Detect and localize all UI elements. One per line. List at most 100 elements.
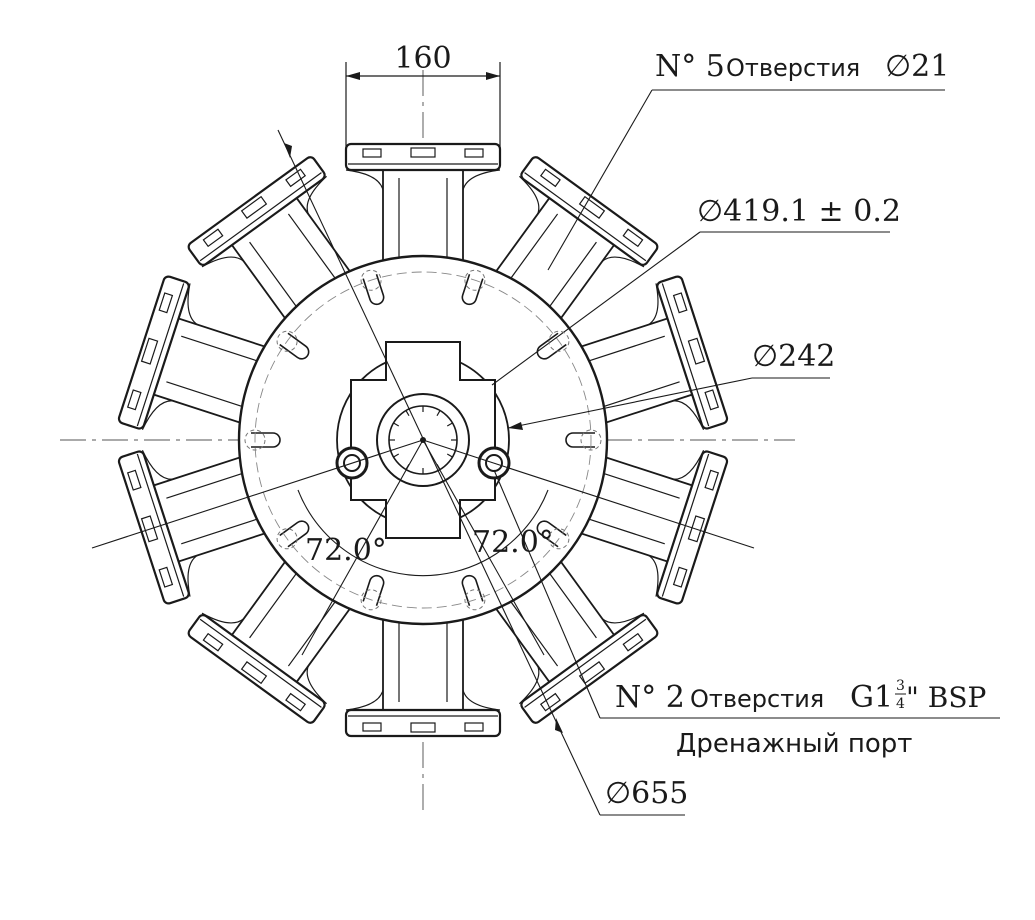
head-bolt-left — [672, 292, 688, 314]
dim-160 — [345, 62, 501, 148]
head-bolt-left — [202, 228, 224, 248]
pcd-circle — [254, 271, 592, 609]
head-bolt-center — [240, 661, 268, 685]
spline-tooth — [446, 453, 453, 458]
arrow-242 — [508, 422, 523, 430]
label-drain-thread-prefix: G1 — [850, 680, 893, 715]
pcd-hole-marker — [464, 589, 486, 611]
pcd-hole-marker — [360, 589, 382, 611]
label-655: ∅655 — [605, 776, 688, 811]
fillet-left — [518, 175, 540, 215]
mounting-slot-2 — [536, 332, 567, 360]
barrel-line-left — [597, 470, 680, 499]
fillet-left — [187, 554, 198, 597]
barrel-line-right — [249, 567, 301, 639]
mounting-slots — [251, 274, 595, 606]
fillet-right — [462, 169, 501, 191]
head-bolt-center — [240, 195, 268, 219]
arrow-655-bottom — [555, 718, 563, 733]
label-drain-port: Дренажный порт — [676, 729, 912, 759]
barrel-line-right — [287, 213, 340, 284]
mounting-slot-1 — [461, 274, 484, 306]
slot-shape — [461, 574, 484, 606]
head-bolt-left — [126, 389, 142, 411]
mounting-slot-10 — [362, 274, 385, 306]
head-bolt-right — [539, 692, 561, 712]
pcd-hole-marker — [464, 269, 486, 291]
angle-left-ray2 — [301, 439, 424, 656]
fillet-left — [141, 400, 173, 431]
slot-shape — [536, 332, 567, 360]
fillet-right — [601, 256, 645, 268]
label-holes-dia: ∅21 — [885, 49, 949, 84]
dim-655-line — [277, 129, 601, 816]
label-drain-thread-suffix: " BSP — [906, 681, 986, 714]
head-bolt-right — [672, 566, 688, 588]
slot-shape — [362, 574, 385, 606]
head-bolt-right — [704, 389, 720, 411]
cylinder-9 — [117, 275, 273, 431]
barrel-line-left — [506, 213, 559, 284]
leader-242-diag — [507, 377, 753, 429]
cylinder-3 — [573, 275, 729, 431]
barrel-line-right — [545, 241, 597, 313]
mounting-slot-4 — [536, 520, 567, 548]
head-bolt-right — [158, 292, 174, 314]
fillet-left — [601, 612, 645, 624]
slot-shape — [279, 520, 310, 548]
fillet-right — [141, 449, 173, 480]
head-bolt-left — [158, 566, 174, 588]
slot-shape — [279, 332, 310, 360]
head-inner-line — [524, 618, 647, 708]
spline-tooth — [436, 410, 441, 417]
arrow-left-160 — [346, 72, 360, 80]
fillet-right — [187, 283, 198, 326]
fillet-left — [673, 449, 705, 480]
label-angle-left: 72.0° — [305, 533, 387, 568]
fillet-left — [306, 665, 328, 705]
label-pcd: ∅419.1 ± 0.2 — [697, 194, 901, 229]
mounting-slot-6 — [362, 574, 385, 606]
spline-tooth — [446, 422, 453, 427]
label-drain-word: Отверстия — [690, 685, 824, 713]
barrel-line-left — [166, 381, 249, 410]
fillet-right — [648, 554, 659, 597]
leader-drain-diag — [493, 469, 601, 719]
leader-pcd — [491, 231, 890, 386]
head-inner-line — [136, 283, 185, 427]
leader-242 — [507, 377, 830, 430]
label-holes-word: Отверстия — [726, 54, 860, 82]
head-bolt-left — [704, 469, 720, 491]
pcd-hole-marker — [276, 330, 298, 352]
cylinder-barrel — [382, 167, 464, 269]
barrel-line-left — [249, 241, 301, 313]
head-bolt-center — [410, 147, 436, 158]
angle-right-ray2 — [422, 439, 545, 656]
head-bolt-left — [362, 148, 382, 158]
leader-pcd-diag — [491, 231, 701, 386]
cylinder-6 — [344, 611, 502, 738]
head-inner-line — [524, 172, 647, 262]
head-bolt-right — [464, 148, 484, 158]
mounting-slot-9 — [279, 332, 310, 360]
barrel-line-right — [181, 335, 264, 364]
label-160: 160 — [394, 41, 451, 76]
barrel-line-right — [582, 516, 665, 545]
label-holes-prefix: N° 5 — [655, 49, 725, 84]
slot-shape — [461, 274, 484, 306]
fillet-right — [345, 689, 384, 711]
barrel-line-left — [545, 567, 597, 639]
fillet-left — [345, 169, 384, 191]
angle-right-arc — [453, 489, 549, 573]
label-drain-thread-num: 3 — [896, 678, 905, 694]
spline-tooth — [393, 422, 400, 427]
barrel-line-left — [582, 335, 665, 364]
pcd-hole-marker — [548, 330, 570, 352]
head-bolt-right — [622, 228, 644, 248]
barrel-line-right — [166, 470, 249, 499]
leader-drain — [493, 469, 1000, 719]
fillet-right — [201, 612, 245, 624]
pcd-hole-marker — [360, 269, 382, 291]
